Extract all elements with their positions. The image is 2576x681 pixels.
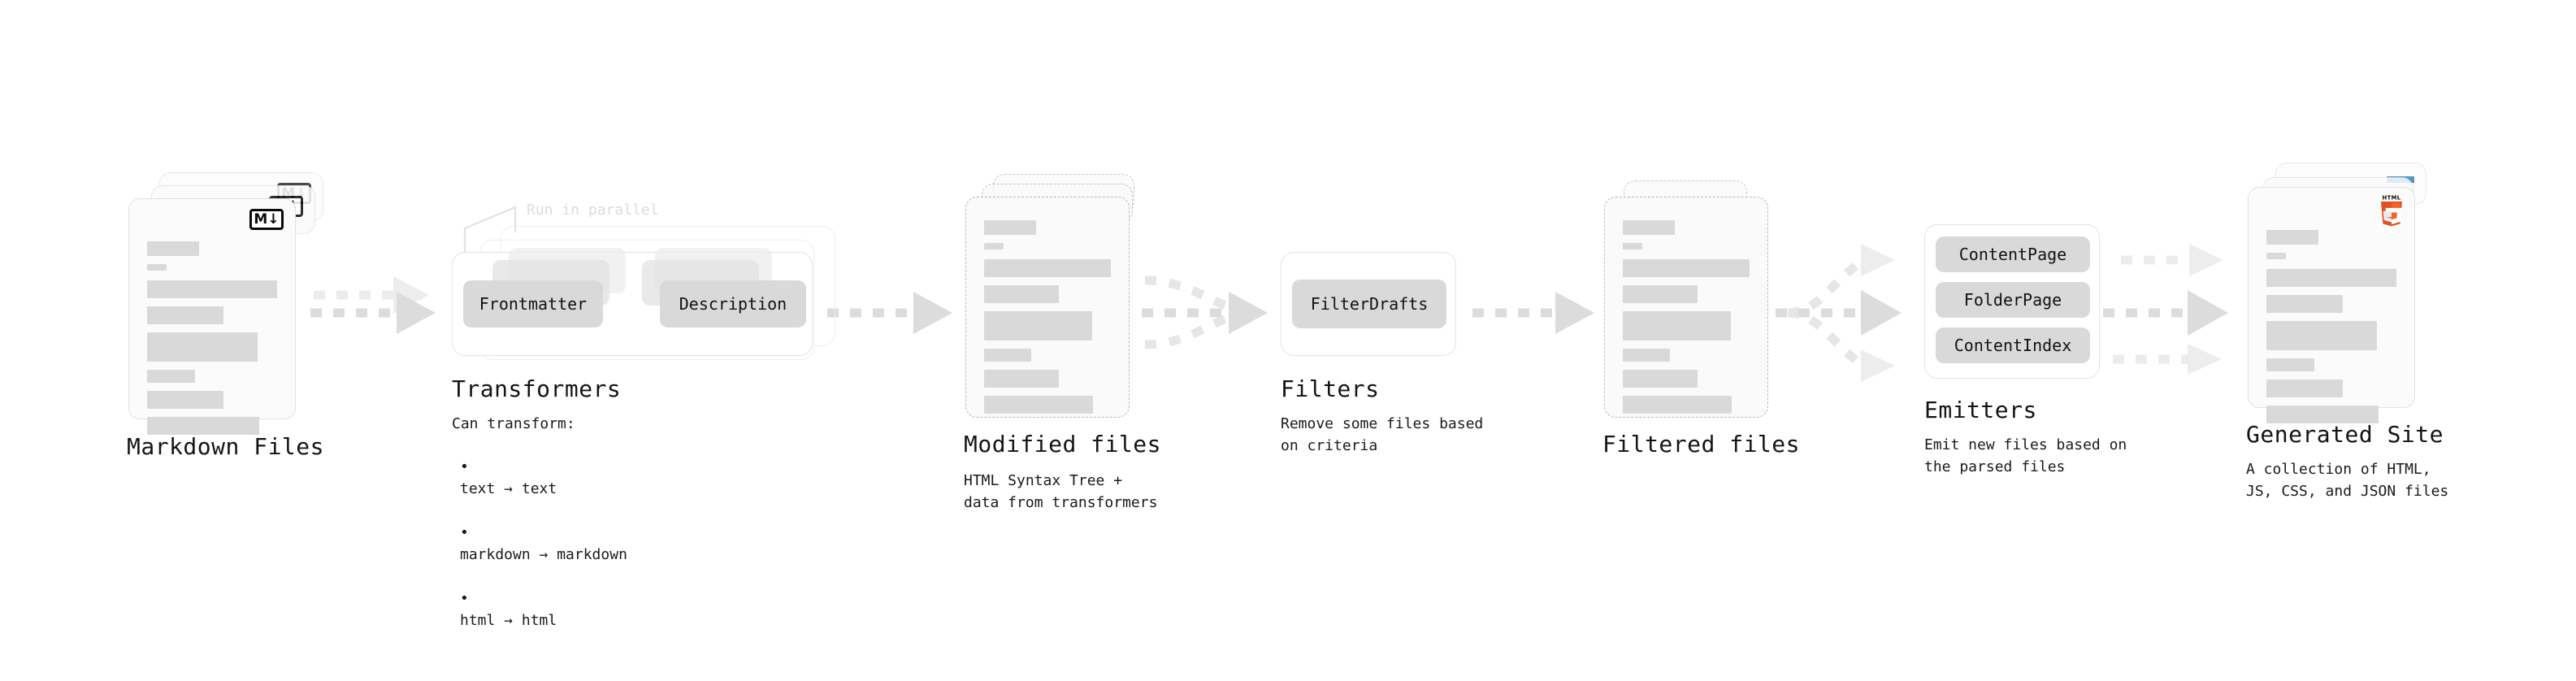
filtered-files-title: Filtered files [1602,431,1801,458]
svg-text:HTML: HTML [2383,194,2401,201]
transform-item-0: • text → text [460,434,627,500]
markdown-badge-front: M↓ [249,209,284,230]
html5-icon: HTML [2380,194,2403,227]
connector-emitters-to-generated [2103,244,2228,375]
emitter-chip-contentindex[interactable]: ContentIndex [1936,327,2090,363]
filtered-placeholder-lines [1623,220,1750,422]
connector-modified-to-filters [1142,275,1268,349]
markdown-card-front: M↓ [128,198,296,435]
filters-desc: Remove some files based on criteria [1281,415,1484,454]
bullet-icon: • [460,590,469,607]
markdown-icon: M↓ [249,209,284,230]
transformer-chip-frontmatter[interactable]: Frontmatter [463,280,603,327]
markdown-files-title: Markdown Files [127,433,325,460]
connector-transformers-to-modified [827,292,952,334]
connector-filters-to-filtered [1472,292,1594,334]
emitters-title: Emitters [1924,397,2037,423]
transformer-chip-description[interactable]: Description [660,280,806,327]
transform-item-1: • markdown → markdown [460,500,627,566]
connector-markdown-to-transformers [310,276,436,334]
html5-badge-wrap: HTML [2377,194,2406,235]
emitters-desc: Emit new files based on the parsed files [1924,436,2127,475]
transformers-intro: Can transform: [452,415,575,432]
generated-site-title: Generated Site [2246,421,2444,448]
modified-files-title: Modified files [964,431,1162,458]
markdown-placeholder-lines [147,241,277,443]
modified-card-front [965,197,1130,418]
run-in-parallel-label: Run in parallel [527,202,659,219]
generated-card-front-html: HTML [2248,187,2415,423]
transform-item-2: • html → html [460,566,627,631]
transform-item-label: html → html [460,612,557,629]
emitter-chip-contentpage[interactable]: ContentPage [1936,236,2090,272]
filter-chip-filterdrafts[interactable]: FilterDrafts [1292,280,1446,328]
bullet-icon: • [460,458,469,475]
modified-placeholder-lines [984,220,1111,422]
generated-placeholder-lines [2266,230,2396,432]
connector-filtered-to-emitters [1776,244,1902,382]
generated-site-desc: A collection of HTML, JS, CSS, and JSON … [2246,461,2449,500]
transform-item-label: markdown → markdown [460,546,627,563]
filtered-card-front [1604,197,1768,418]
modified-files-desc: HTML Syntax Tree + data from transformer… [964,472,1158,511]
emitter-chip-folderpage[interactable]: FolderPage [1936,282,2090,318]
bullet-icon: • [460,524,469,541]
transformers-transform-list: • text → text • markdown → markdown • ht… [460,434,627,631]
transformers-title: Transformers [452,375,622,402]
transform-item-label: text → text [460,480,557,497]
filters-title: Filters [1281,375,1380,402]
